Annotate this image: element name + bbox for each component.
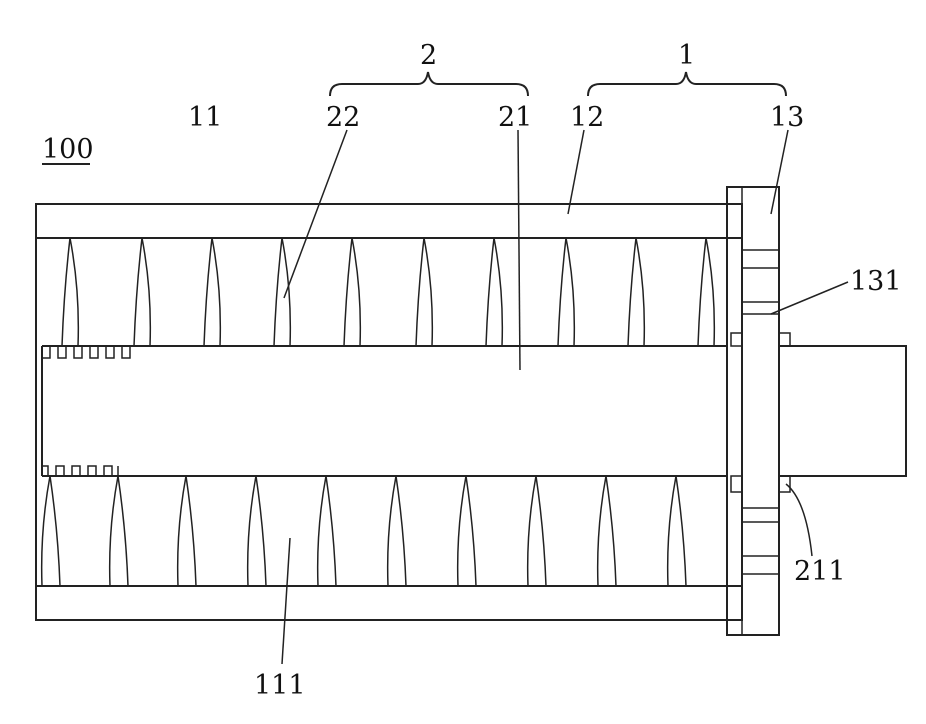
blade-bottom-1 — [42, 476, 60, 586]
blade-top-2 — [134, 238, 150, 346]
brace-group-2 — [330, 72, 528, 96]
blade-top-7 — [486, 238, 502, 346]
gear-teeth-bottom — [42, 466, 118, 476]
blade-bottom-7 — [458, 476, 476, 586]
label-11: 11 — [188, 102, 222, 133]
ring-top-right — [779, 333, 790, 346]
blade-top-1 — [62, 238, 78, 346]
leader-131 — [771, 282, 848, 314]
retaining-rings — [731, 333, 790, 492]
leader-12 — [568, 130, 584, 214]
blade-top-8 — [558, 238, 574, 346]
ring-top-left — [731, 333, 742, 346]
housing-outline — [36, 204, 742, 620]
brace-group-1 — [588, 72, 786, 96]
label-131: 131 — [850, 266, 902, 297]
blade-top-6 — [416, 238, 432, 346]
label-12: 12 — [570, 102, 604, 133]
label-100: 100 — [42, 134, 94, 165]
ring-bottom-right — [779, 476, 790, 492]
label-1: 1 — [678, 40, 695, 71]
reference-labels: 100 11 22 2 21 12 1 13 131 211 111 — [42, 40, 902, 701]
blade-bottom-2 — [110, 476, 128, 586]
end-cap-bearing-bottom — [742, 508, 779, 574]
label-22: 22 — [326, 102, 360, 133]
blade-bottom-10 — [668, 476, 686, 586]
blade-top-10 — [698, 238, 714, 346]
blade-top-9 — [628, 238, 644, 346]
label-211: 211 — [794, 556, 846, 587]
gear-teeth — [42, 346, 130, 476]
blade-bottom-9 — [598, 476, 616, 586]
label-13: 13 — [770, 102, 804, 133]
label-21: 21 — [498, 102, 532, 133]
label-2: 2 — [420, 40, 437, 71]
ring-bottom-left — [731, 476, 742, 492]
end-cap — [727, 187, 779, 635]
shaft — [42, 346, 906, 476]
leader-lines — [282, 130, 848, 664]
end-cap-bearing-top — [742, 250, 779, 314]
blade-bottom-3 — [178, 476, 196, 586]
leader-22 — [284, 130, 347, 298]
end-cap-outline — [727, 187, 779, 635]
helical-blades-bottom — [42, 476, 686, 586]
helical-blades-top — [62, 238, 714, 346]
group-braces — [330, 72, 786, 96]
gear-teeth-top — [42, 346, 130, 358]
blade-bottom-5 — [318, 476, 336, 586]
blade-top-3 — [204, 238, 220, 346]
blade-bottom-6 — [388, 476, 406, 586]
label-111: 111 — [254, 670, 306, 701]
blade-top-4 — [274, 238, 290, 346]
blade-bottom-4 — [248, 476, 266, 586]
leader-21 — [518, 130, 520, 370]
shaft-extension — [779, 346, 906, 476]
outer-housing — [36, 204, 742, 620]
blade-bottom-8 — [528, 476, 546, 586]
blade-top-5 — [344, 238, 360, 346]
leader-211 — [786, 484, 812, 556]
leader-111 — [282, 538, 290, 664]
